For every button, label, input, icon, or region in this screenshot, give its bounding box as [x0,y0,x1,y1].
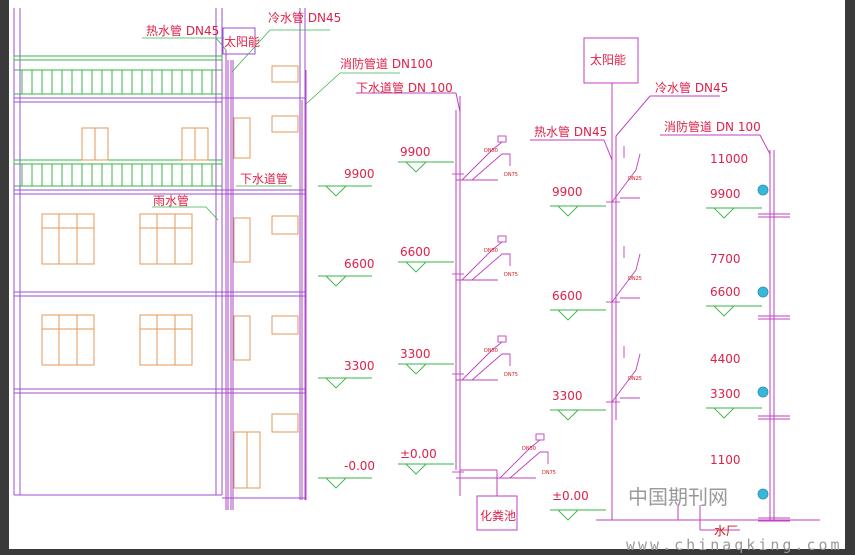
level-symbol [706,207,762,219]
hot-water-level-3: ±0.00 [552,489,589,503]
level-symbol [550,205,606,217]
hot-water-level-0: 9900 [552,185,583,199]
label-septic-tank: 化粪池 [480,509,516,523]
tag-dn50: DN50 [522,446,536,452]
hot-water-level-2: 3300 [552,389,583,403]
label-solar-system: 太阳能 [590,52,626,67]
label-fire-pipe-elevation: 消防管道 DN100 [340,56,433,71]
fire-level-markers: 11000 7700 4400 1100 9900 6600 3300 [706,152,762,467]
level-symbol [398,261,454,273]
drainage-riser [356,92,518,531]
tag-dn75: DN75 [504,272,518,278]
building-elevation [13,8,306,510]
hot-water-level-1: 6600 [552,289,583,303]
label-sewer-pipe-elevation: 下水道管 [240,171,288,186]
tag-dn75: DN75 [504,372,518,378]
elevation-level-1: 6600 [344,257,375,271]
fire-hydrant [757,286,790,320]
label-solar-elevation: 太阳能 [224,34,260,49]
level-symbol [550,409,606,421]
level-symbol [398,363,454,375]
watermark-url: www.chinaqking.com [626,536,843,554]
elevation-level-3: -0.00 [344,459,375,473]
hot-water-branch [606,346,641,403]
tag-dn25: DN25 [628,176,642,182]
label-cold-water-pipe-elevation: 冷水管 DN45 [268,10,341,25]
drainage-branch [452,235,511,281]
level-symbol [318,377,372,389]
hydrant-height-2: 4400 [710,352,741,366]
label-hot-water-pipe-system: 热水管 DN45 [534,124,607,139]
drainage-level-2: 3300 [400,347,431,361]
label-sewer-pipe: 下水道管 DN 100 [356,80,453,95]
watermark: 中国期刊网 www.chinaqking.com [626,485,843,554]
level-symbol [706,407,762,419]
label-hot-water-pipe-elevation: 热水管 DN45 [146,23,219,38]
fire-hydrants [757,184,790,522]
watermark-cn: 中国期刊网 [628,485,728,509]
label-cold-water-pipe-system: 冷水管 DN45 [655,80,728,95]
tag-dn50: DN50 [484,348,498,354]
drainage-level-0: 9900 [400,145,431,159]
level-symbol [318,275,372,287]
level-symbol [550,509,606,521]
hot-water-branch [606,146,641,203]
label-water-tank: 水厂 [714,524,738,538]
hydrant-height-1: 7700 [710,252,741,266]
drawing-sheet [9,0,845,549]
level-symbol [318,185,372,197]
drainage-level-1: 6600 [400,245,431,259]
tag-dn25: DN25 [628,376,642,382]
level-symbol [398,161,454,173]
fire-hydrant [757,386,790,420]
level-symbol [706,305,762,317]
label-fire-pipe-system: 消防管道 DN 100 [664,119,761,134]
elevation-pipes [225,50,307,510]
drainage-level-3: ±0.00 [400,447,437,461]
level-symbol [550,309,606,321]
hydrant-height-3: 1100 [710,453,741,467]
hot-water-branch [606,246,641,303]
tag-dn50: DN50 [484,148,498,154]
fire-riser [660,134,775,531]
tag-dn75: DN75 [504,172,518,178]
drainage-level-markers: 9900 6600 3300 ±0.00 [398,145,454,475]
hydrant-height-0: 11000 [710,152,748,166]
tag-dn25: DN25 [628,276,642,282]
fire-hydrant [757,488,790,522]
hot-water-level-markers: 9900 6600 3300 ±0.00 [550,185,606,521]
railing-bars [21,70,213,186]
level-symbol [398,463,454,475]
hot-water-riser [530,37,820,521]
tag-dn50: DN50 [484,248,498,254]
tag-dn75: DN75 [542,470,556,476]
windows [41,65,299,489]
fire-floor-level-2: 3300 [710,387,741,401]
drainage-branch [452,135,511,181]
fire-floor-level-0: 9900 [710,187,741,201]
drainage-branch [452,433,549,479]
solar-box-elevation [222,27,256,55]
level-symbol [318,477,372,489]
balcony-railings [13,55,223,187]
elevation-level-0: 9900 [344,167,375,181]
elevation-level-markers: 9900 6600 3300 -0.00 [318,167,375,489]
leader-lines [142,29,400,221]
fire-floor-level-1: 6600 [710,285,741,299]
labels: 热水管 DN45 冷水管 DN45 太阳能 消防管道 DN100 下水道管 DN… [146,10,761,538]
fire-hydrant [757,184,790,218]
drainage-branch [452,335,511,381]
elevation-level-2: 3300 [344,359,375,373]
label-rain-pipe: 雨水管 [153,193,189,208]
